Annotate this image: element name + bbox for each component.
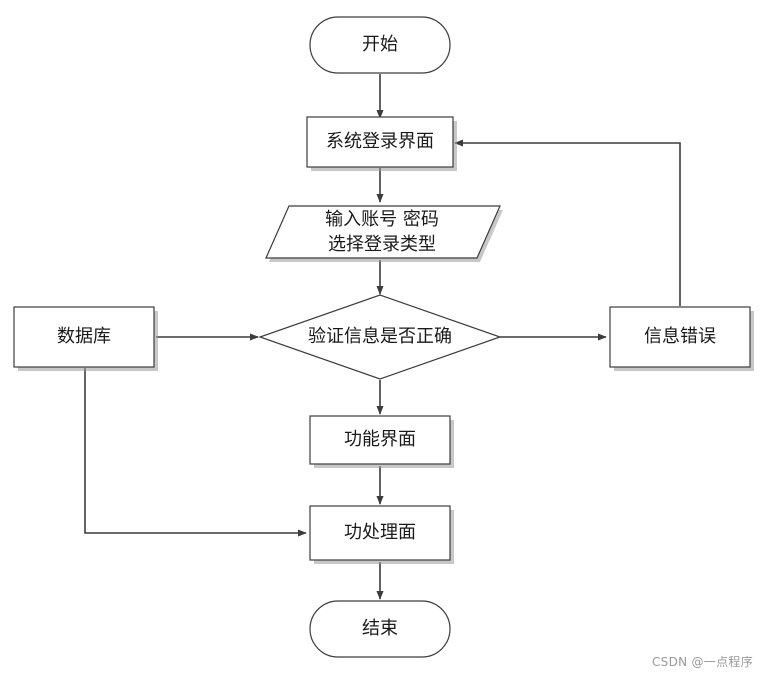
login-ui-box <box>306 116 454 168</box>
end-node: 结束 <box>309 600 451 658</box>
start-terminator-shape <box>309 16 451 74</box>
login-ui-label: 系统登录界面 <box>326 131 434 152</box>
edges <box>84 74 681 600</box>
database-box <box>13 306 155 368</box>
database-node: 数据库 <box>13 306 158 371</box>
input-node: 输入账号 密码 选择登录类型 <box>265 205 503 262</box>
end-terminator-shape <box>309 600 451 658</box>
input-parallelogram <box>265 205 501 259</box>
validate-diamond <box>258 294 502 380</box>
function-ui-box <box>309 415 451 465</box>
start-node: 开始 <box>309 16 451 74</box>
process-ui-box <box>309 505 451 561</box>
validate-label: 验证信息是否正确 <box>308 326 452 347</box>
start-label: 开始 <box>362 34 398 55</box>
watermark: CSDN @一点程序 <box>651 655 753 669</box>
input-label-line1: 输入账号 密码 <box>325 209 439 230</box>
database-label: 数据库 <box>57 326 111 347</box>
login-ui-node: 系统登录界面 <box>306 116 457 171</box>
info-error-label: 信息错误 <box>644 326 716 347</box>
validate-node: 验证信息是否正确 <box>258 294 502 380</box>
info-error-node: 信息错误 <box>609 306 754 371</box>
end-label: 结束 <box>362 618 398 639</box>
function-ui-label: 功能界面 <box>344 429 416 450</box>
edge-database-to-process <box>84 368 307 537</box>
input-label-line2: 选择登录类型 <box>328 234 436 255</box>
function-ui-node: 功能界面 <box>309 415 454 468</box>
info-error-box <box>609 306 751 368</box>
process-ui-node: 功处理面 <box>309 505 454 564</box>
edge-error-to-login <box>454 139 681 306</box>
process-ui-label: 功处理面 <box>344 522 416 543</box>
